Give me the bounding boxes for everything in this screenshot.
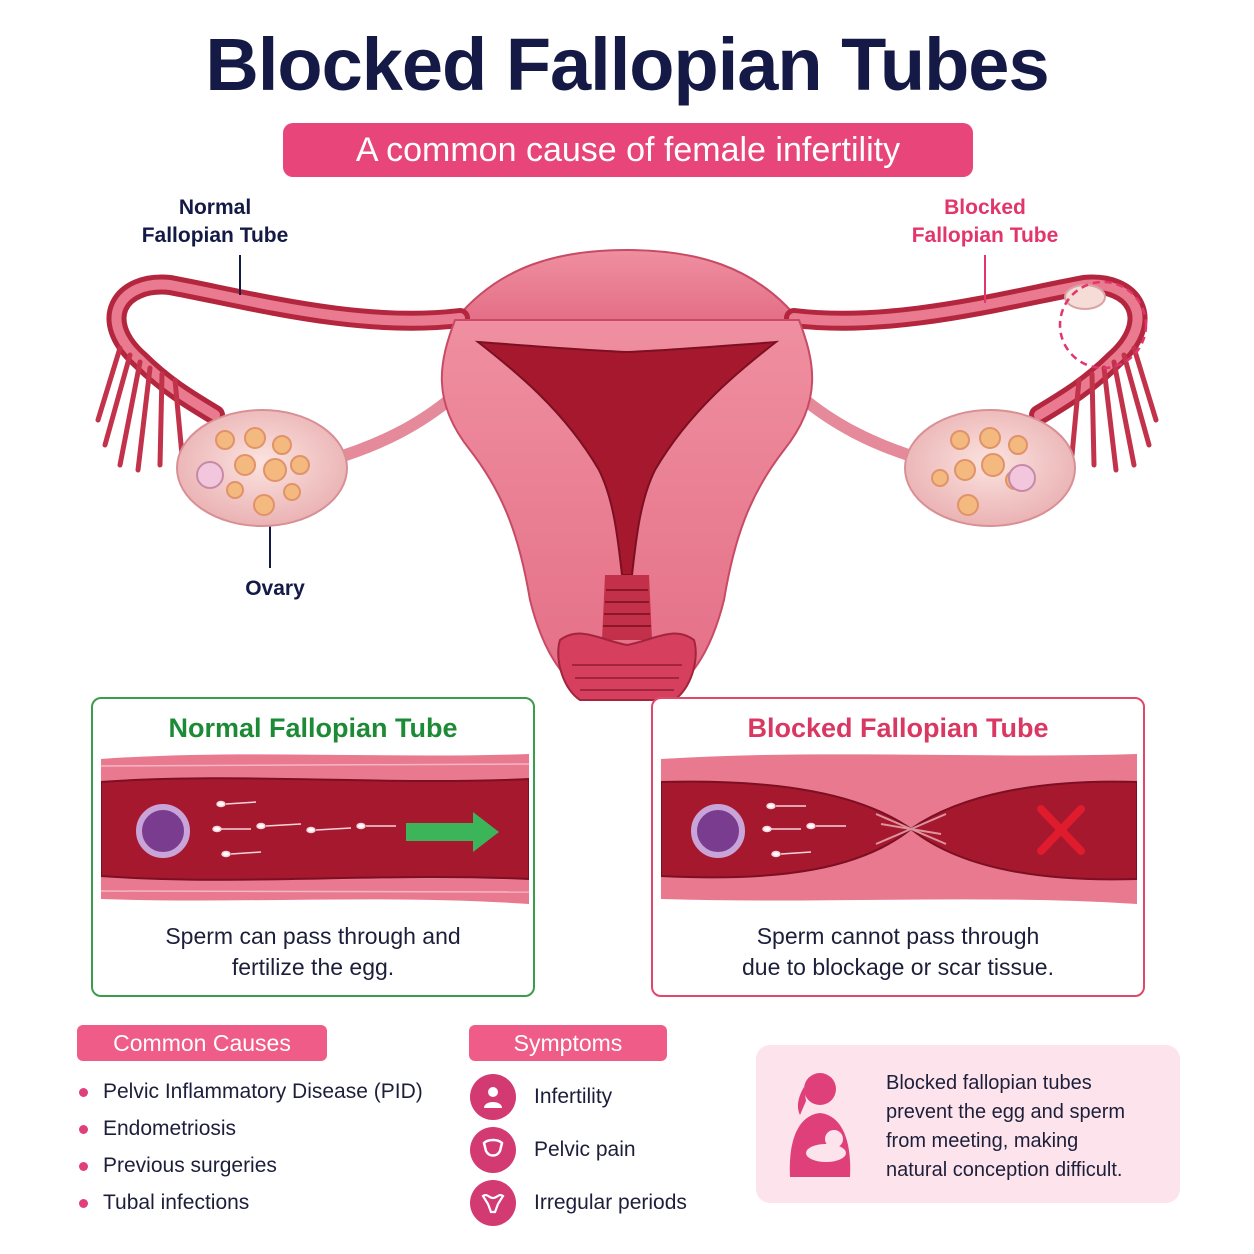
- normal-panel-title: Normal Fallopian Tube: [168, 713, 458, 743]
- cause-item: Endometriosis: [79, 1117, 236, 1141]
- cause-label: Tubal infections: [103, 1191, 250, 1214]
- info-callout: Blocked fallopian tubes prevent the egg …: [756, 1045, 1180, 1203]
- uterus-fundus: [452, 248, 802, 321]
- subtitle-text: A common cause of female infertility: [355, 130, 901, 169]
- normal-tube-cross-section: [101, 754, 529, 904]
- symptom-item: Pelvic pain: [470, 1127, 636, 1173]
- info-text: Blocked fallopian tubes prevent the egg …: [886, 1069, 1176, 1185]
- cause-label: Endometriosis: [103, 1117, 237, 1140]
- egg-icon: [136, 804, 190, 858]
- uterus-icon: [470, 1180, 516, 1226]
- left-fimbriae: [95, 345, 185, 473]
- normal-tube-panel: Normal Fallopian Tube Sperm can pass thr…: [91, 697, 535, 997]
- cervix: [602, 575, 652, 640]
- cause-item: Tubal infections: [79, 1191, 249, 1215]
- right-fimbriae: [1069, 345, 1159, 473]
- symptom-item: Infertility: [470, 1074, 612, 1120]
- vaginal-canal: [557, 632, 697, 701]
- cause-item: Pelvic Inflammatory Disease (PID): [79, 1080, 423, 1104]
- ovary-follicles: [215, 427, 1028, 516]
- subtitle-banner: A common cause of female infertility: [283, 123, 973, 177]
- cause-item: Previous surgeries: [79, 1154, 277, 1178]
- blocked-desc-line1: Sperm cannot pass through: [756, 923, 1040, 949]
- bullet-icon: [79, 1087, 88, 1097]
- bullet-icon: [79, 1161, 88, 1171]
- symptom-item: Irregular periods: [470, 1180, 687, 1226]
- blocked-tube-cross-section: [661, 754, 1137, 904]
- info-line: Blocked fallopian tubes: [886, 1072, 1092, 1094]
- common-causes-heading: Common Causes: [77, 1025, 327, 1061]
- bullet-icon: [79, 1198, 88, 1208]
- right-arrow-icon: [406, 812, 499, 852]
- normal-tube-label-line2: Fallopian Tube: [141, 224, 289, 247]
- symptom-label: Infertility: [534, 1085, 613, 1108]
- symptom-label: Pelvic pain: [534, 1138, 636, 1161]
- sperm-group: [212, 800, 396, 858]
- cause-label: Pelvic Inflammatory Disease (PID): [103, 1080, 423, 1103]
- blockage-scar: [1064, 284, 1106, 310]
- info-line: from meeting, making: [886, 1130, 1079, 1152]
- normal-desc-line1: Sperm can pass through and: [165, 923, 461, 949]
- blocked-panel-title: Blocked Fallopian Tube: [747, 713, 1049, 743]
- page-title: Blocked Fallopian Tubes: [205, 23, 1049, 106]
- blocked-panel-description: Sperm cannot pass through due to blockag…: [653, 921, 1143, 983]
- symptom-label: Irregular periods: [534, 1191, 687, 1214]
- mother-baby-icon: [789, 1073, 851, 1177]
- info-line: prevent the egg and sperm: [886, 1101, 1126, 1123]
- uterine-cavity: [474, 340, 780, 576]
- pelvis-icon: [470, 1127, 516, 1173]
- bullet-icon: [79, 1124, 88, 1134]
- sperm-group: [762, 802, 846, 858]
- egg-icon: [691, 804, 745, 858]
- cause-label: Previous surgeries: [103, 1154, 277, 1177]
- normal-tube-label-line1: Normal: [178, 196, 252, 219]
- normal-panel-description: Sperm can pass through and fertilize the…: [93, 921, 533, 983]
- ovary-label: Ovary: [245, 577, 305, 600]
- blocked-desc-line2: due to blockage or scar tissue.: [742, 954, 1054, 980]
- normal-desc-line2: fertilize the egg.: [231, 954, 395, 980]
- symptoms-heading: Symptoms: [469, 1025, 667, 1061]
- blocked-tube-label: Blocked Fallopian Tube: [895, 194, 1075, 250]
- blocked-tube-panel: Blocked Fallopian Tube Sperm cannot pass…: [651, 697, 1145, 997]
- info-line: natural conception difficult.: [886, 1159, 1123, 1181]
- blocked-tube-label-line1: Blocked: [944, 196, 1026, 219]
- uterus-illustration: [95, 248, 1159, 701]
- blocked-x-icon: [1037, 805, 1085, 855]
- blocked-tube-label-line2: Fallopian Tube: [911, 224, 1059, 247]
- person-icon: [470, 1074, 516, 1120]
- blockage-highlight-circle: [1058, 280, 1148, 370]
- normal-tube-label: Normal Fallopian Tube: [130, 194, 300, 250]
- scar-tissue: [875, 813, 947, 845]
